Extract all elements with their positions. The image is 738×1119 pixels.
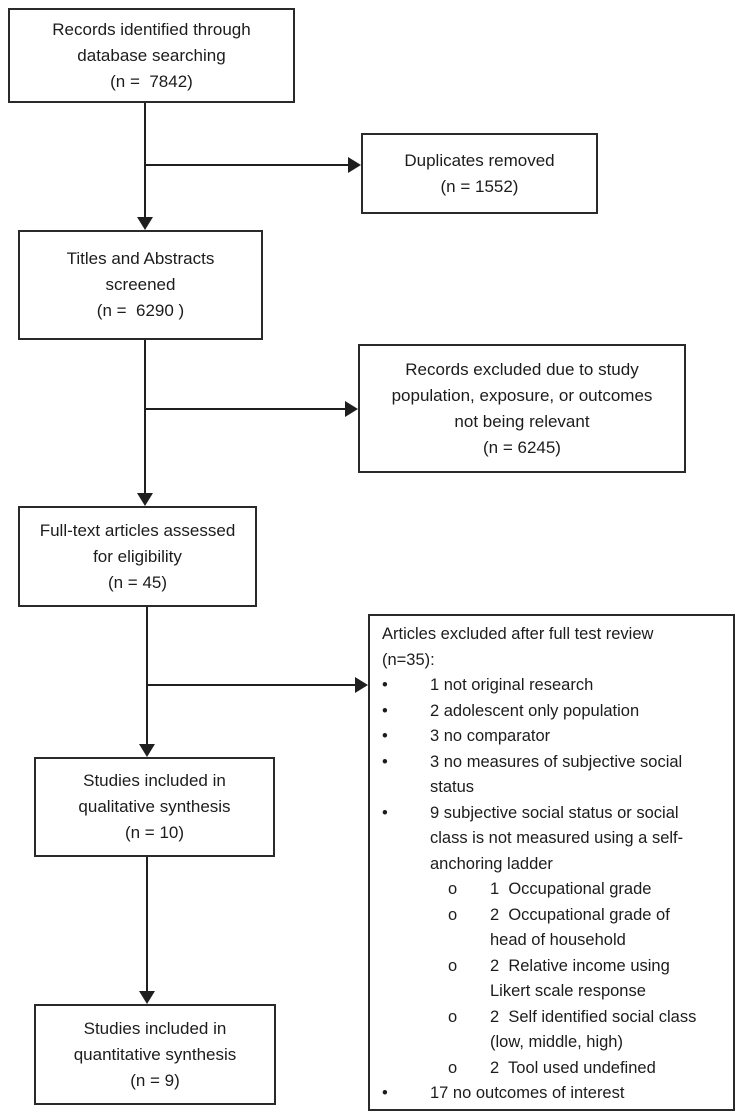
bullet-filled-icon: • [382, 727, 388, 745]
arrowhead-right-duplicates [348, 157, 361, 173]
exclusion-item-text: 2 Self identified social class (low, mid… [490, 1007, 697, 1052]
box-records-identified: Records identified through database sear… [8, 8, 295, 103]
bullet-open-icon: o [448, 905, 458, 924]
box-duplicates-removed: Duplicates removed (n = 1552) [361, 133, 598, 214]
box-records-excluded: Records excluded due to study population… [358, 344, 686, 473]
connector-branch-records-excluded [145, 408, 346, 410]
arrowhead-right-records-excluded [345, 401, 358, 417]
connector-identified-to-screened [144, 103, 146, 218]
connector-branch-exclusion-details [147, 684, 355, 686]
exclusion-item-text: 2 Tool used undefined [490, 1058, 656, 1077]
box-qualitative-synthesis: Studies included in qualitative synthesi… [34, 757, 275, 857]
bullet-filled-icon: • [382, 752, 388, 771]
exclusion-item-text: 1 not original research [430, 676, 594, 694]
exclusion-item: • 1 not original research [382, 673, 727, 699]
arrowhead-right-exclusion-details [355, 677, 368, 693]
exclusion-subitem: o 2 Tool used undefined [382, 1056, 727, 1082]
exclusion-item: • 3 no comparator [382, 724, 727, 750]
connector-fulltext-to-qualitative [146, 607, 148, 744]
bullet-open-icon: o [448, 1058, 458, 1077]
bullet-filled-icon: • [382, 1084, 388, 1102]
exclusion-subitem: o 1 Occupational grade [382, 877, 727, 903]
exclusion-item-text: 2 Relative income using Likert scale res… [490, 956, 670, 1001]
bullet-open-icon: o [448, 880, 458, 898]
exclusion-item-text: 2 adolescent only population [430, 701, 640, 720]
arrowhead-down-qualitative [139, 744, 155, 757]
bullet-filled-icon: • [382, 803, 388, 822]
exclusion-item: • 3 no measures of subjective social sta… [382, 750, 727, 801]
bullet-open-icon: o [448, 1007, 458, 1026]
box-exclusion-details: Articles excluded after full test review… [368, 614, 735, 1111]
box-titles-abstracts-screened: Titles and Abstracts screened (n = 6290 … [18, 230, 263, 340]
exclusion-subitem: o 2 Self identified social class (low, m… [382, 1005, 727, 1056]
arrowhead-down-screened [137, 217, 153, 230]
exclusion-item-text: 2 Occupational grade of head of househol… [490, 905, 670, 950]
exclusion-item-text: 9 subjective social status or social cla… [430, 803, 684, 873]
connector-screened-to-fulltext [144, 340, 146, 493]
exclusion-item: • 9 subjective social status or social c… [382, 801, 727, 878]
exclusion-item-text: 1 Occupational grade [490, 880, 652, 898]
exclusion-item-text: 17 no outcomes of interest [430, 1084, 625, 1102]
exclusion-item-text: 3 no comparator [430, 727, 551, 745]
connector-qualitative-to-quantitative [146, 857, 148, 991]
exclusion-item-text: 3 no measures of subjective social statu… [430, 752, 683, 797]
bullet-filled-icon: • [382, 676, 388, 694]
connector-branch-duplicates [145, 164, 349, 166]
exclusion-item: • 17 no outcomes of interest [382, 1081, 727, 1107]
exclusion-title: Articles excluded after full test review… [382, 625, 654, 669]
exclusion-item: • 2 adolescent only population [382, 699, 727, 725]
box-quantitative-synthesis: Studies included in quantitative synthes… [34, 1004, 276, 1105]
exclusion-subitem: o 2 Relative income using Likert scale r… [382, 954, 727, 1005]
box-fulltext-assessed: Full-text articles assessed for eligibil… [18, 506, 257, 607]
bullet-filled-icon: • [382, 701, 388, 720]
arrowhead-down-quantitative [139, 991, 155, 1004]
exclusion-subitem: o 2 Occupational grade of head of househ… [382, 903, 727, 954]
arrowhead-down-fulltext [137, 493, 153, 506]
bullet-open-icon: o [448, 956, 458, 975]
